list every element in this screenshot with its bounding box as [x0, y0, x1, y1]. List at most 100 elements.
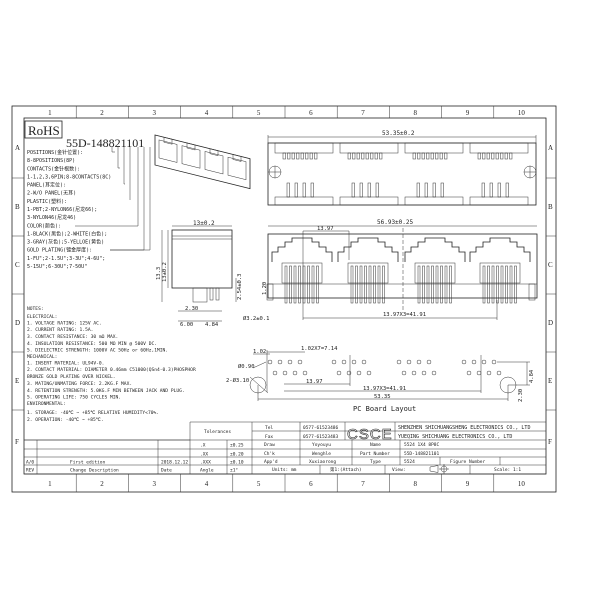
top-pin	[416, 182, 420, 198]
legend-line: 3-GRAY(灰色);5-YELLOE(黄色)	[27, 239, 104, 246]
grid-column-label: 5	[257, 480, 261, 488]
front-contact-window	[414, 262, 456, 284]
top-pin	[440, 182, 444, 198]
top-base	[339, 196, 399, 206]
isometric-view	[154, 134, 251, 190]
pcb-hole	[302, 370, 308, 376]
tolerance-value: ±0.10	[230, 460, 244, 466]
top-contact	[509, 152, 513, 160]
note-line: 3. CONTACT RESISTANCE: 30 mΩ MAX.	[27, 334, 118, 340]
front-contact-pin	[293, 265, 297, 304]
csce-logo: CSCE	[347, 426, 393, 443]
front-contact-pin	[431, 265, 434, 304]
approve-label: App'd	[264, 459, 278, 465]
note-line: 4. RETENTION STRENGTH: 5.0KG.F MIN BETWE…	[27, 388, 185, 394]
top-contact	[361, 152, 365, 160]
dim-pcb-offset: 2.30	[518, 389, 524, 402]
front-contact-pin	[505, 265, 508, 304]
grid-column-label: 2	[100, 109, 104, 117]
notes-block: NOTES:ELECTRICAL:1. VOLTAGE RATING: 125V…	[27, 306, 196, 423]
iso-port	[181, 145, 201, 169]
company-name-1: SHENZHEN SHICHUANGSHENG ELECTRONICS CO.,…	[398, 425, 530, 431]
top-contact	[379, 152, 383, 160]
top-contact	[365, 152, 369, 160]
top-contact	[282, 152, 286, 160]
front-contact-pin	[298, 265, 301, 304]
front-port-opening	[404, 237, 466, 262]
iso-port-latch	[186, 142, 196, 151]
top-contact	[486, 152, 490, 160]
grid-column-label: 4	[205, 480, 209, 488]
revision-date: 2018.12.12	[161, 460, 188, 466]
note-line: 2. CURRENT RATING: 1.5A.	[27, 327, 93, 333]
top-contact	[352, 152, 356, 160]
front-contact-pin	[487, 265, 490, 304]
pcb-hole	[491, 359, 497, 365]
pcb-hole	[401, 370, 407, 376]
top-pin	[310, 182, 314, 198]
note-line: 1. INSERT MATERIAL: UL94V-0.	[27, 361, 104, 367]
top-contact	[356, 152, 360, 160]
grid-column-label: 3	[153, 480, 157, 488]
legend-line: 1-BLACK(黑色);2-WHITE(白色);	[27, 230, 107, 237]
grid-row-label: B	[548, 203, 553, 211]
part-code: 55D-148821101	[66, 136, 144, 150]
grid-column-label: 3	[153, 109, 157, 117]
legend-line: 1-FU";2-1.5U";3-3U";4-6U";	[27, 256, 105, 262]
top-contact	[435, 152, 439, 160]
pcb-hole	[431, 370, 437, 376]
top-pin	[505, 182, 509, 198]
grid-column-label: 10	[518, 480, 526, 488]
pcb-hole	[351, 359, 357, 365]
pcb-hole	[272, 370, 278, 376]
pcb-hole	[267, 359, 273, 365]
front-contact-pin	[440, 265, 443, 304]
dim-pcb-row: 4.84	[529, 369, 535, 383]
grid-column-label: 7	[361, 109, 365, 117]
dim-pcb-pitch-small: 1.02	[253, 349, 266, 355]
top-contact	[482, 152, 486, 160]
grid-column-label: 9	[466, 480, 470, 488]
front-contact-window	[479, 262, 521, 284]
tolerance-key: .X	[200, 443, 206, 449]
pcb-hole	[361, 359, 367, 365]
fax-label: Fax	[265, 434, 273, 440]
top-pin	[294, 182, 298, 198]
revision-id: REV	[26, 468, 34, 474]
front-contact-pin	[289, 265, 292, 304]
part-number-value: 55D-148821101	[404, 451, 440, 457]
front-contact-pin	[284, 265, 288, 304]
pcb-hole	[426, 359, 432, 365]
top-contact	[287, 152, 291, 160]
top-contact	[477, 152, 481, 160]
dim-pcb-hole: Ø0.90	[238, 363, 255, 370]
legend-line: PLASTIC(塑料):	[27, 198, 67, 205]
outer-frame	[11, 105, 557, 493]
grid-column-label: 6	[309, 480, 313, 488]
pcb-hole	[411, 370, 417, 376]
approve-value: Xuxiaorong	[309, 459, 336, 465]
grid-row-label: F	[15, 438, 19, 446]
scale-text: Scale: 1:1	[494, 467, 521, 473]
note-line: MECHANICAL:	[27, 354, 57, 360]
note-line: 5. DIELECTRIC STRENGTH: 1000V AC 50Hz or…	[27, 348, 168, 354]
top-contact	[300, 152, 304, 160]
front-contact-window	[281, 262, 323, 284]
side-view: 13±0.2 13.3 13±0.2 2.54±0.3 2.30 6.00 4.…	[156, 220, 243, 328]
legend-line: 1-1,2,3,6PIN;8-8CONTACTS(8C)	[27, 174, 111, 180]
legend-leaders	[75, 147, 151, 251]
note-line: 1. VOLTAGE RATING: 125V AC.	[27, 321, 102, 327]
rohs-badge: RoHS	[24, 120, 63, 139]
legend-line: 3-NYLON46(尼龙46)	[27, 214, 76, 221]
top-contact	[491, 152, 495, 160]
pcb-hole	[486, 370, 492, 376]
top-pin	[489, 182, 493, 198]
sheet-text: 第1:(Attach)	[330, 466, 362, 473]
part-code-legend: POSITIONS(金针位置):8-8POSITIONS(8P)CONTACTS…	[27, 149, 111, 270]
top-base	[469, 196, 529, 206]
grid-column-label: 8	[414, 109, 418, 117]
dim-front-width: 56.93±0.25	[377, 219, 414, 226]
dim-front-peg: Ø3.2±0.1	[243, 315, 270, 322]
top-pin	[286, 182, 290, 198]
